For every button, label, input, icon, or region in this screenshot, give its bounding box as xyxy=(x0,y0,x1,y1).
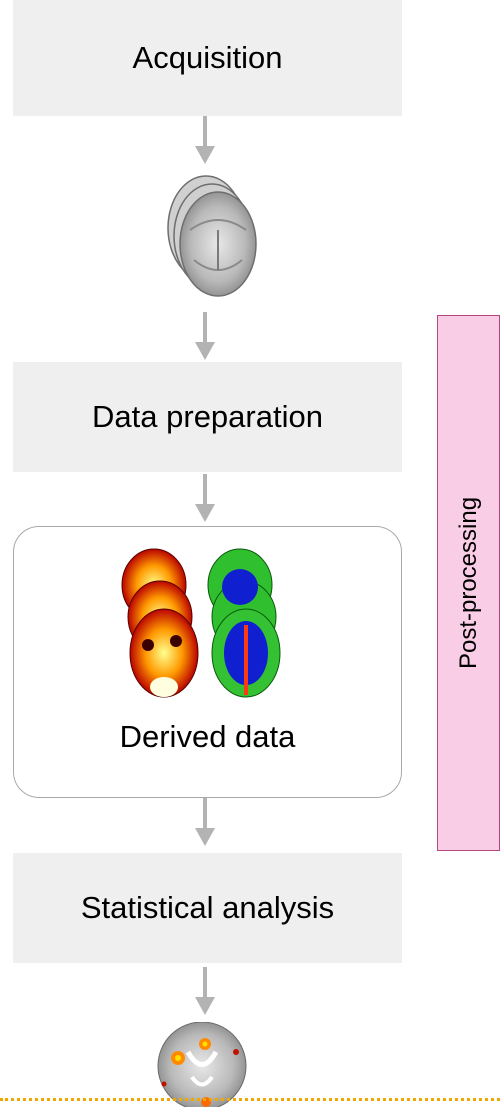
statistical-brain-map-image xyxy=(157,1022,247,1107)
arrow-down-icon xyxy=(195,474,215,522)
statistical-analysis-label: Statistical analysis xyxy=(80,890,335,925)
arrow-down-icon xyxy=(195,312,215,360)
heatmap-brain-stack-image xyxy=(121,548,199,698)
acquisition-label: Acquisition xyxy=(132,40,283,75)
arrow-down-icon xyxy=(195,116,215,164)
arrow-down-icon xyxy=(195,967,215,1015)
derived-data-label: Derived data xyxy=(119,719,296,754)
raw-mri-stack-image xyxy=(167,175,257,297)
post-processing-panel: Post-processing xyxy=(437,315,500,851)
dotted-divider xyxy=(0,1098,500,1101)
post-processing-label: Post-processing xyxy=(454,496,482,670)
data-preparation-box: Data preparation xyxy=(13,362,402,472)
arrow-down-icon xyxy=(195,798,215,846)
statistical-analysis-box: Statistical analysis xyxy=(13,853,402,963)
derived-data-box: Derived data xyxy=(13,526,402,798)
data-preparation-label: Data preparation xyxy=(92,399,323,434)
tissue-map-stack-image xyxy=(207,548,281,698)
acquisition-box: Acquisition xyxy=(13,0,402,116)
